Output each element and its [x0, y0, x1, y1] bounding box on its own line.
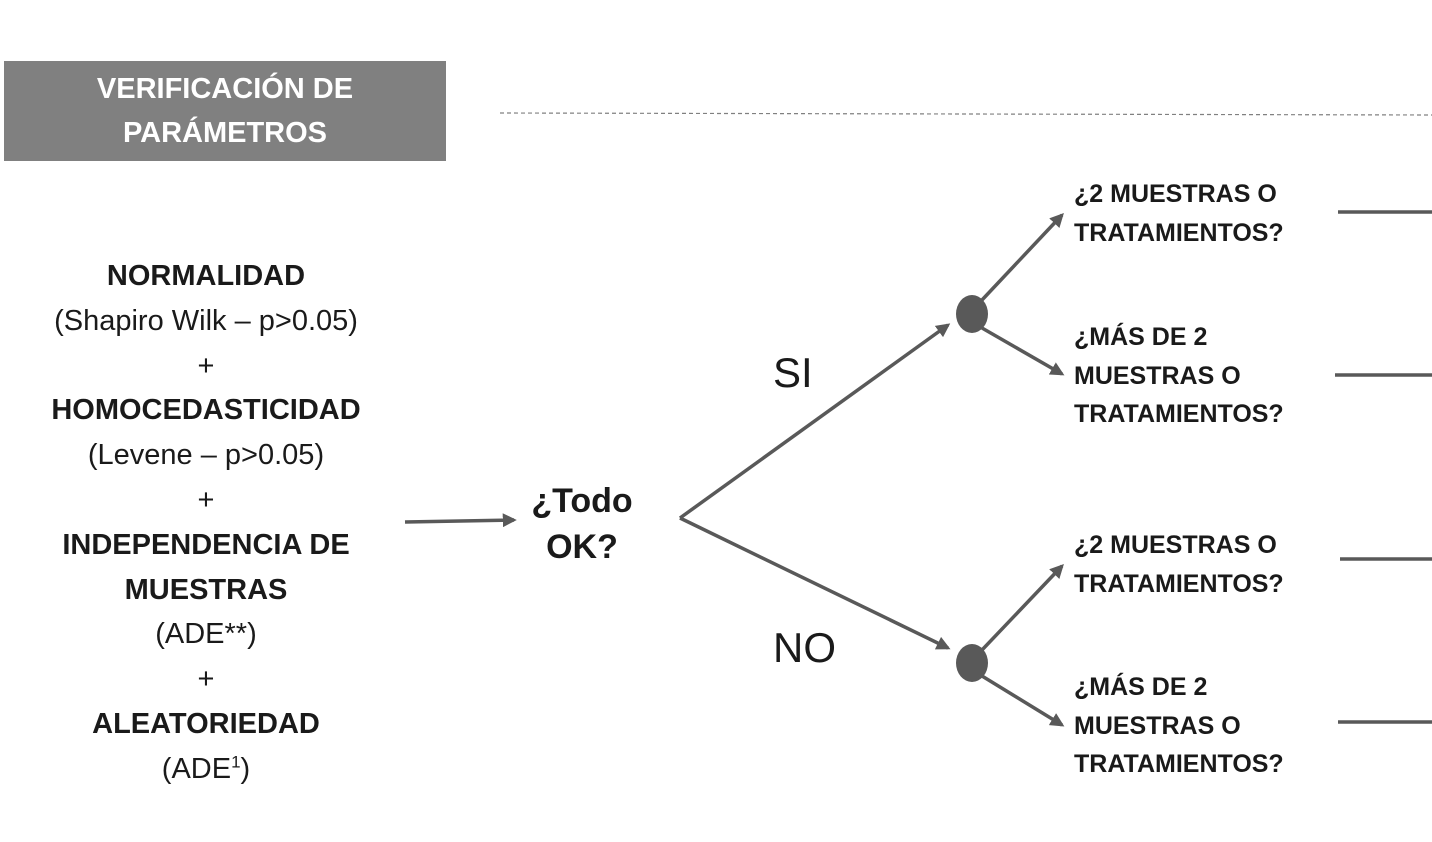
si-branch-arrow — [678, 323, 951, 520]
plus-sign: + — [197, 483, 215, 516]
question-line: TRATAMIENTOS? — [1074, 400, 1284, 428]
question-line: ¿MÁS DE 2 — [1074, 673, 1208, 701]
aleatoriedad-test-suffix: ) — [240, 752, 251, 785]
decision-line-1: ¿Todo — [531, 482, 633, 520]
homocedasticidad-label: HOMOCEDASTICIDAD — [51, 394, 361, 427]
no-more-arrow — [981, 674, 1065, 727]
plus-sign: + — [197, 349, 215, 382]
question-line: ¿2 MUESTRAS O — [1074, 180, 1277, 208]
question-line: ¿MÁS DE 2 — [1074, 323, 1208, 351]
aleatoriedad-test-prefix: (ADE — [161, 752, 232, 785]
question-si-two-samples: ¿2 MUESTRAS O TRATAMIENTOS? — [1074, 175, 1284, 252]
parameters-list: NORMALIDAD (Shapiro Wilk – p>0.05) + HOM… — [0, 254, 412, 792]
plus-sign: + — [197, 663, 215, 696]
aleatoriedad-test-superscript: 1 — [231, 752, 241, 772]
question-line: TRATAMIENTOS? — [1074, 569, 1284, 598]
question-line: ¿2 MUESTRAS O — [1074, 531, 1277, 559]
question-line: TRATAMIENTOS? — [1074, 218, 1284, 247]
no-branch-node — [956, 644, 988, 682]
decision-line-2: OK? — [546, 528, 618, 566]
no-branch-arrow — [679, 516, 951, 650]
section-title-line-2: PARÁMETROS — [122, 117, 328, 149]
no-two-arrow — [980, 563, 1064, 652]
independencia-test: (ADE**) — [155, 618, 257, 651]
params-to-decision-arrow — [404, 513, 517, 528]
aleatoriedad-label: ALEATORIEDAD — [92, 707, 320, 740]
decision-todo-ok: ¿Todo OK? — [514, 478, 650, 570]
question-no-two-samples: ¿2 MUESTRAS O TRATAMIENTOS? — [1074, 526, 1284, 603]
si-branch-node — [956, 295, 988, 333]
si-more-arrow — [981, 326, 1065, 376]
independencia-label-line-1: INDEPENDENCIA DE — [62, 528, 350, 561]
branch-label-si: SI — [773, 349, 813, 396]
independencia-label-line-2: MUESTRAS — [124, 573, 288, 606]
question-line: MUESTRAS O — [1074, 711, 1241, 740]
aleatoriedad-test: (ADE1) — [0, 747, 412, 792]
normalidad-label: NORMALIDAD — [106, 260, 306, 292]
question-line: TRATAMIENTOS? — [1074, 750, 1284, 778]
header-dashed-divider — [499, 112, 1432, 116]
si-two-arrow — [980, 212, 1064, 302]
homocedasticidad-test: (Levene – p>0.05) — [87, 439, 325, 472]
normalidad-test: (Shapiro Wilk – p>0.05) — [54, 304, 358, 337]
branch-label-no: NO — [773, 624, 836, 671]
question-line: MUESTRAS O — [1074, 361, 1241, 390]
question-no-more-samples: ¿MÁS DE 2 MUESTRAS O TRATAMIENTOS? — [1074, 668, 1284, 784]
section-title-line-1: VERIFICACIÓN DE — [96, 73, 354, 105]
question-si-more-samples: ¿MÁS DE 2 MUESTRAS O TRATAMIENTOS? — [1074, 318, 1284, 434]
section-title-box: VERIFICACIÓN DE PARÁMETROS — [4, 61, 446, 161]
